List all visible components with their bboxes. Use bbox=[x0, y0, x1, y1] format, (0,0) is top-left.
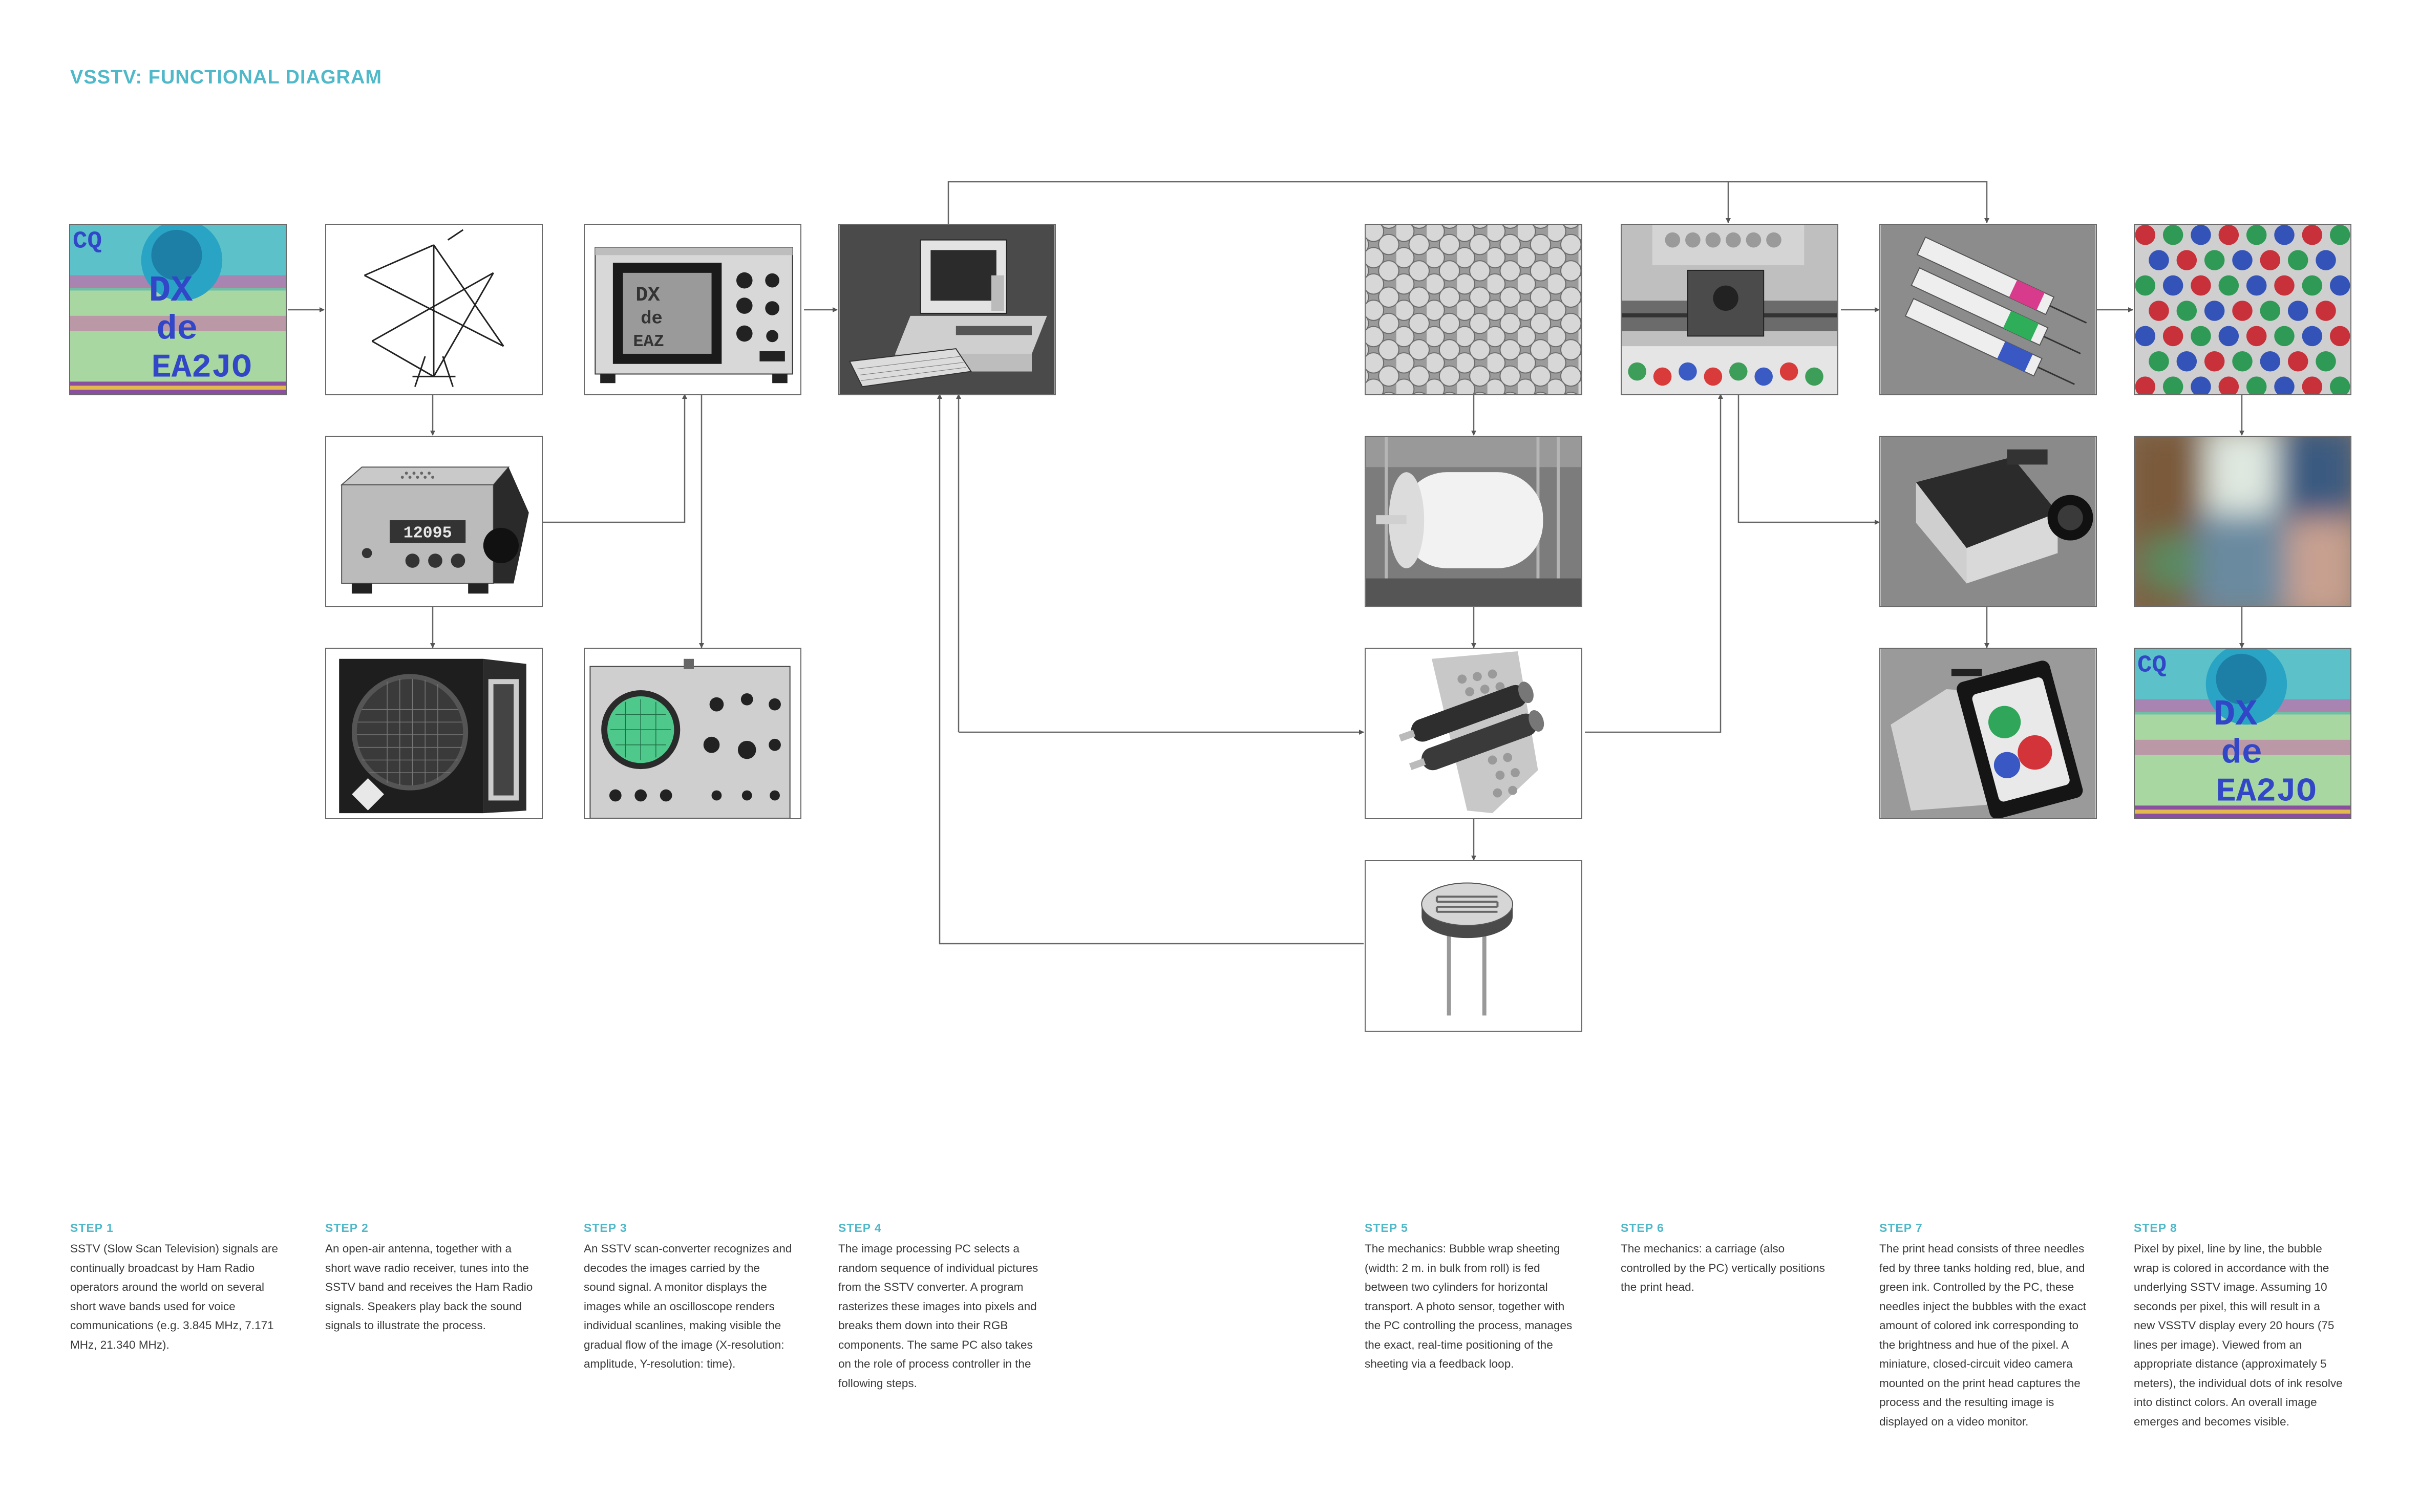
diagram-title: VSSTV: FUNCTIONAL DIAGRAM bbox=[70, 67, 383, 88]
speaker-image bbox=[325, 648, 543, 819]
blurred-result-image bbox=[2134, 436, 2351, 607]
step-label: STEP 5 bbox=[1365, 1221, 1408, 1234]
step-5: STEP 5 The mechanics: Bubble wrap sheeti… bbox=[1365, 1221, 1575, 1374]
svg-text:12095: 12095 bbox=[404, 525, 452, 543]
svg-text:CQ: CQ bbox=[73, 228, 102, 255]
cctv-camera-image bbox=[1879, 436, 2097, 607]
colored-bubble-wrap-image bbox=[2134, 224, 2351, 395]
svg-text:DX: DX bbox=[635, 284, 660, 307]
shortwave-receiver-image: 12095 bbox=[325, 436, 543, 607]
image-processing-pc-image bbox=[838, 224, 1056, 395]
step-label: STEP 2 bbox=[325, 1221, 369, 1234]
step-label: STEP 6 bbox=[1621, 1221, 1664, 1234]
svg-text:DX: DX bbox=[149, 271, 193, 312]
svg-text:DX: DX bbox=[2214, 695, 2258, 736]
step-label: STEP 7 bbox=[1879, 1221, 1923, 1234]
sstv-image-input: CQ DX de EA2JO bbox=[69, 224, 287, 395]
step-description: The mechanics: a carriage (also controll… bbox=[1621, 1242, 1825, 1293]
svg-text:de: de bbox=[641, 308, 663, 329]
step-description: The image processing PC selects a random… bbox=[838, 1242, 1038, 1390]
step-description: An open-air antenna, together with a sho… bbox=[325, 1242, 533, 1332]
svg-text:EAZ: EAZ bbox=[633, 332, 664, 352]
step-4: STEP 4 The image processing PC selects a… bbox=[838, 1221, 1048, 1393]
step-label: STEP 3 bbox=[584, 1221, 627, 1234]
bubble-wrap-image bbox=[1365, 224, 1582, 395]
print-carriage-image bbox=[1621, 224, 1838, 395]
step-description: The print head consists of three needles… bbox=[1879, 1242, 2087, 1428]
antenna-image bbox=[325, 224, 543, 395]
step-description: An SSTV scan-converter recognizes and de… bbox=[584, 1242, 792, 1370]
step-label: STEP 8 bbox=[2134, 1221, 2177, 1234]
sstv-scan-converter-image: DX de EAZ bbox=[584, 224, 801, 395]
step-1: STEP 1 SSTV (Slow Scan Television) signa… bbox=[70, 1221, 280, 1354]
photo-sensor-image bbox=[1365, 860, 1582, 1032]
svg-text:EA2JO: EA2JO bbox=[151, 349, 251, 387]
oscilloscope-image bbox=[584, 648, 801, 819]
step-label: STEP 1 bbox=[70, 1221, 114, 1234]
bubble-wrap-roll-image bbox=[1365, 436, 1582, 607]
step-description: Pixel by pixel, line by line, the bubble… bbox=[2134, 1242, 2343, 1428]
svg-text:CQ: CQ bbox=[2137, 652, 2167, 679]
video-monitor-image bbox=[1879, 648, 2097, 819]
sstv-image-output: CQ DX de EA2JO bbox=[2134, 648, 2351, 819]
transport-cylinders-image bbox=[1365, 648, 1582, 819]
step-8: STEP 8 Pixel by pixel, line by line, the… bbox=[2134, 1221, 2344, 1431]
step-2: STEP 2 An open-air antenna, together wit… bbox=[325, 1221, 535, 1335]
step-description: SSTV (Slow Scan Television) signals are … bbox=[70, 1242, 279, 1351]
ink-syringes-image bbox=[1879, 224, 2097, 395]
svg-text:EA2JO: EA2JO bbox=[2216, 773, 2316, 811]
step-description: The mechanics: Bubble wrap sheeting (wid… bbox=[1365, 1242, 1573, 1370]
step-6: STEP 6 The mechanics: a carriage (also c… bbox=[1621, 1221, 1831, 1297]
svg-text:de: de bbox=[156, 310, 198, 349]
step-3: STEP 3 An SSTV scan-converter recognizes… bbox=[584, 1221, 794, 1374]
svg-text:de: de bbox=[2221, 734, 2262, 773]
step-label: STEP 4 bbox=[838, 1221, 882, 1234]
step-7: STEP 7 The print head consists of three … bbox=[1879, 1221, 2089, 1431]
